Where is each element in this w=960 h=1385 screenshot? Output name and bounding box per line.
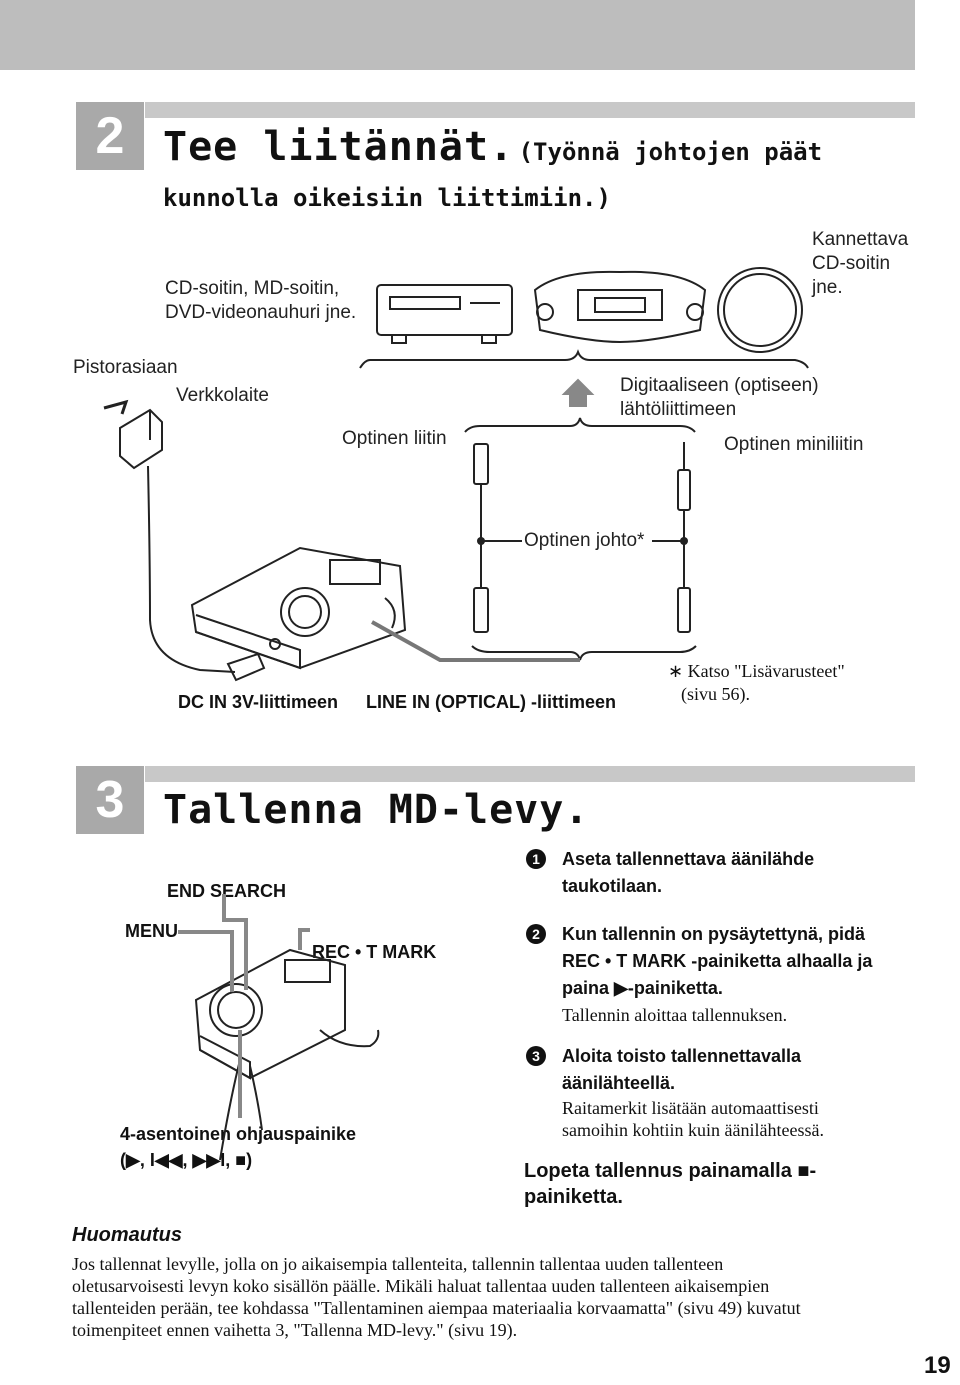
step3-item-3: 3 Aloita toisto tallennettavalla ääniläh… <box>526 1043 946 1141</box>
step3-item-2: 2 Kun tallennin on pysäytettynä, pidä RE… <box>526 921 946 1029</box>
note-line: Jos tallennat levylle, jolla on jo aikai… <box>72 1254 724 1274</box>
label-line-in: LINE IN (OPTICAL) -liittimeen <box>366 692 616 712</box>
step2-title-paren: (Työnnä johtojen päät <box>518 138 823 166</box>
step3-item-2-desc: Tallennin aloittaa tallennuksen. <box>562 1005 788 1025</box>
note-body: Jos tallennat levylle, jolla on jo aikai… <box>72 1253 912 1341</box>
connection-illustration <box>103 267 809 682</box>
note-line: toimenpiteet ennen vaihetta 3, "Tallenna… <box>72 1320 518 1340</box>
label-portable-3: jne. <box>812 277 843 298</box>
recorder-illustration <box>178 894 380 1161</box>
step3-item-2-text-2: REC • T MARK -painiketta alhaalla ja <box>562 951 873 971</box>
label-optical-plug: Optinen liitin <box>342 428 447 449</box>
portable-cd-icon <box>717 267 803 353</box>
note-line: tallenteiden perään, tee kohdassa "Talle… <box>72 1298 801 1318</box>
deck-device-icon <box>376 284 513 344</box>
step3-item-3-text: Aloita toisto tallennettavalla <box>562 1046 802 1066</box>
stop-instruction-2: painiketta. <box>524 1186 623 1208</box>
stop-instruction: Lopeta tallennus painamalla ■- painikett… <box>524 1158 816 1210</box>
step-circle-2: 2 <box>526 924 546 944</box>
step-circle-3: 3 <box>526 1046 546 1066</box>
label-digital-out-1: Digitaaliseen (optiseen) <box>620 375 819 396</box>
step3-item-1-text-2: taukotilaan. <box>562 876 663 896</box>
step3-item-3-text-2: äänilähteellä. <box>562 1073 676 1093</box>
md-recorder-icon <box>190 546 407 670</box>
label-menu: MENU <box>125 921 178 941</box>
footnote-2: (sivu 56). <box>681 684 750 704</box>
page-number: 19 <box>924 1352 951 1379</box>
label-optical-mini: Optinen miniliitin <box>724 434 864 455</box>
label-sources-2: DVD-videonauhuri jne. <box>165 302 357 323</box>
section-rule <box>145 102 915 118</box>
label-digital-out-2: lähtöliittimeen <box>620 399 737 420</box>
ac-adapter-icon <box>103 399 266 682</box>
label-sources-1: CD-soitin, MD-soitin, <box>165 278 340 299</box>
step3-title: Tallenna MD-levy. <box>163 787 590 833</box>
section-rule <box>145 766 915 782</box>
label-outlet: Pistorasiaan <box>73 357 178 378</box>
label-dc-in: DC IN 3V-liittimeen <box>178 692 339 712</box>
stop-instruction-1: Lopeta tallennus painamalla ■- <box>524 1160 817 1182</box>
label-adapter: Verkkolaite <box>176 385 269 406</box>
step2-title-paren-2: kunnolla oikeisiin liittimiin.) <box>163 184 611 212</box>
step3-item-2-text-3: paina ▶-painiketta. <box>562 978 723 998</box>
label-control-2: (▶, I◀◀, ▶▶I, ■) <box>120 1150 253 1170</box>
step2-title: Tee liitännät. <box>163 124 515 170</box>
step-number-3: 3 <box>76 766 144 834</box>
footnote-1: ∗ Katso "Lisävarusteet" <box>668 661 845 681</box>
step3-item-2-text: Kun tallennin on pysäytettynä, pidä <box>562 924 866 944</box>
step3-item-1: 1 Aseta tallennettava äänilähde taukotil… <box>526 846 926 900</box>
label-rec: REC • T MARK <box>312 942 437 962</box>
step3-item-3-desc: Raitamerkit lisätään automaattisesti <box>562 1098 819 1118</box>
label-end-search: END SEARCH <box>167 881 287 901</box>
step-circle-1: 1 <box>526 849 546 869</box>
step2-heading: Tee liitännät. (Työnnä johtojen päät <box>163 124 822 170</box>
boombox-device-icon <box>533 270 707 344</box>
label-portable-1: Kannettava <box>812 229 909 250</box>
step3-item-1-text: Aseta tallennettava äänilähde <box>562 849 815 869</box>
step3-item-3-desc-2: samoihin kohtiin kuin äänilähteessä. <box>562 1120 824 1140</box>
label-control-1: 4-asentoinen ohjauspainike <box>120 1124 357 1144</box>
label-portable-2: CD-soitin <box>812 253 891 274</box>
step-number-2: 2 <box>76 102 144 170</box>
label-optical-cable: Optinen johto* <box>524 530 645 551</box>
note-line: oletusarvoisesti levyn koko sisällön pää… <box>72 1276 770 1296</box>
header-bar <box>0 0 915 70</box>
note-heading: Huomautus <box>72 1224 182 1246</box>
